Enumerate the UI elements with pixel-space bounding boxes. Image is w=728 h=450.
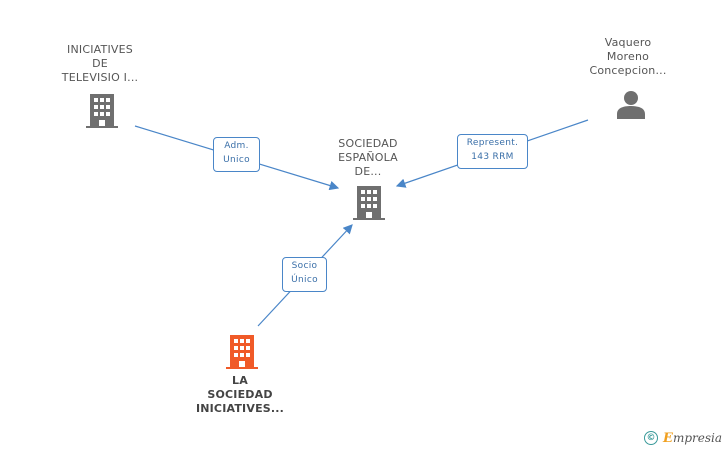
node-label-bottom[interactable]: LA SOCIEDAD INICIATIVES... — [180, 374, 300, 416]
node-label-line: ESPAÑOLA — [338, 151, 398, 164]
node-label-line: Vaquero — [604, 36, 652, 49]
building-icon[interactable] — [226, 335, 258, 369]
edge-label-line: 143 RRM — [471, 152, 514, 162]
person-icon[interactable] — [616, 89, 646, 119]
node-label-line: INICIATIVES... — [195, 402, 285, 415]
footer-credit[interactable]: © Empresia — [644, 430, 722, 446]
edge-label-line: Socio — [291, 261, 318, 271]
node-label-line: LA — [232, 374, 248, 387]
edge-label-line: Adm. — [224, 141, 249, 151]
brand-name: mpresia — [672, 430, 722, 445]
node-label-line: Concepcion... — [589, 64, 667, 77]
edge-label-line: Represent. — [466, 138, 519, 148]
node-label-top-right[interactable]: Vaquero Moreno Concepcion... — [578, 36, 678, 78]
edge-label-line: Único — [291, 275, 318, 285]
node-label-line: SOCIEDAD — [338, 137, 398, 150]
node-label-line: Moreno — [606, 50, 650, 63]
node-label-line: DE — [92, 57, 108, 70]
node-label-top-left[interactable]: INICIATIVES DE TELEVISIO I... — [50, 43, 150, 85]
edge-label-adm[interactable]: Adm. Unico — [213, 137, 260, 172]
node-label-line: DE... — [354, 165, 382, 178]
node-label-line: SOCIEDAD — [207, 388, 273, 401]
edge-label-socio[interactable]: Socio Único — [282, 257, 327, 292]
building-icon[interactable] — [86, 94, 118, 128]
edge-label-represent[interactable]: Represent. 143 RRM — [457, 134, 528, 169]
brand-initial: E — [663, 430, 673, 446]
building-icon[interactable] — [353, 186, 385, 220]
node-label-line: INICIATIVES — [67, 43, 133, 56]
edge-label-line: Unico — [223, 155, 250, 165]
node-label-line: TELEVISIO I... — [61, 71, 139, 84]
node-label-center[interactable]: SOCIEDAD ESPAÑOLA DE... — [318, 137, 418, 179]
brand-logo: Empresia — [663, 431, 722, 446]
copyright-icon: © — [644, 431, 659, 445]
